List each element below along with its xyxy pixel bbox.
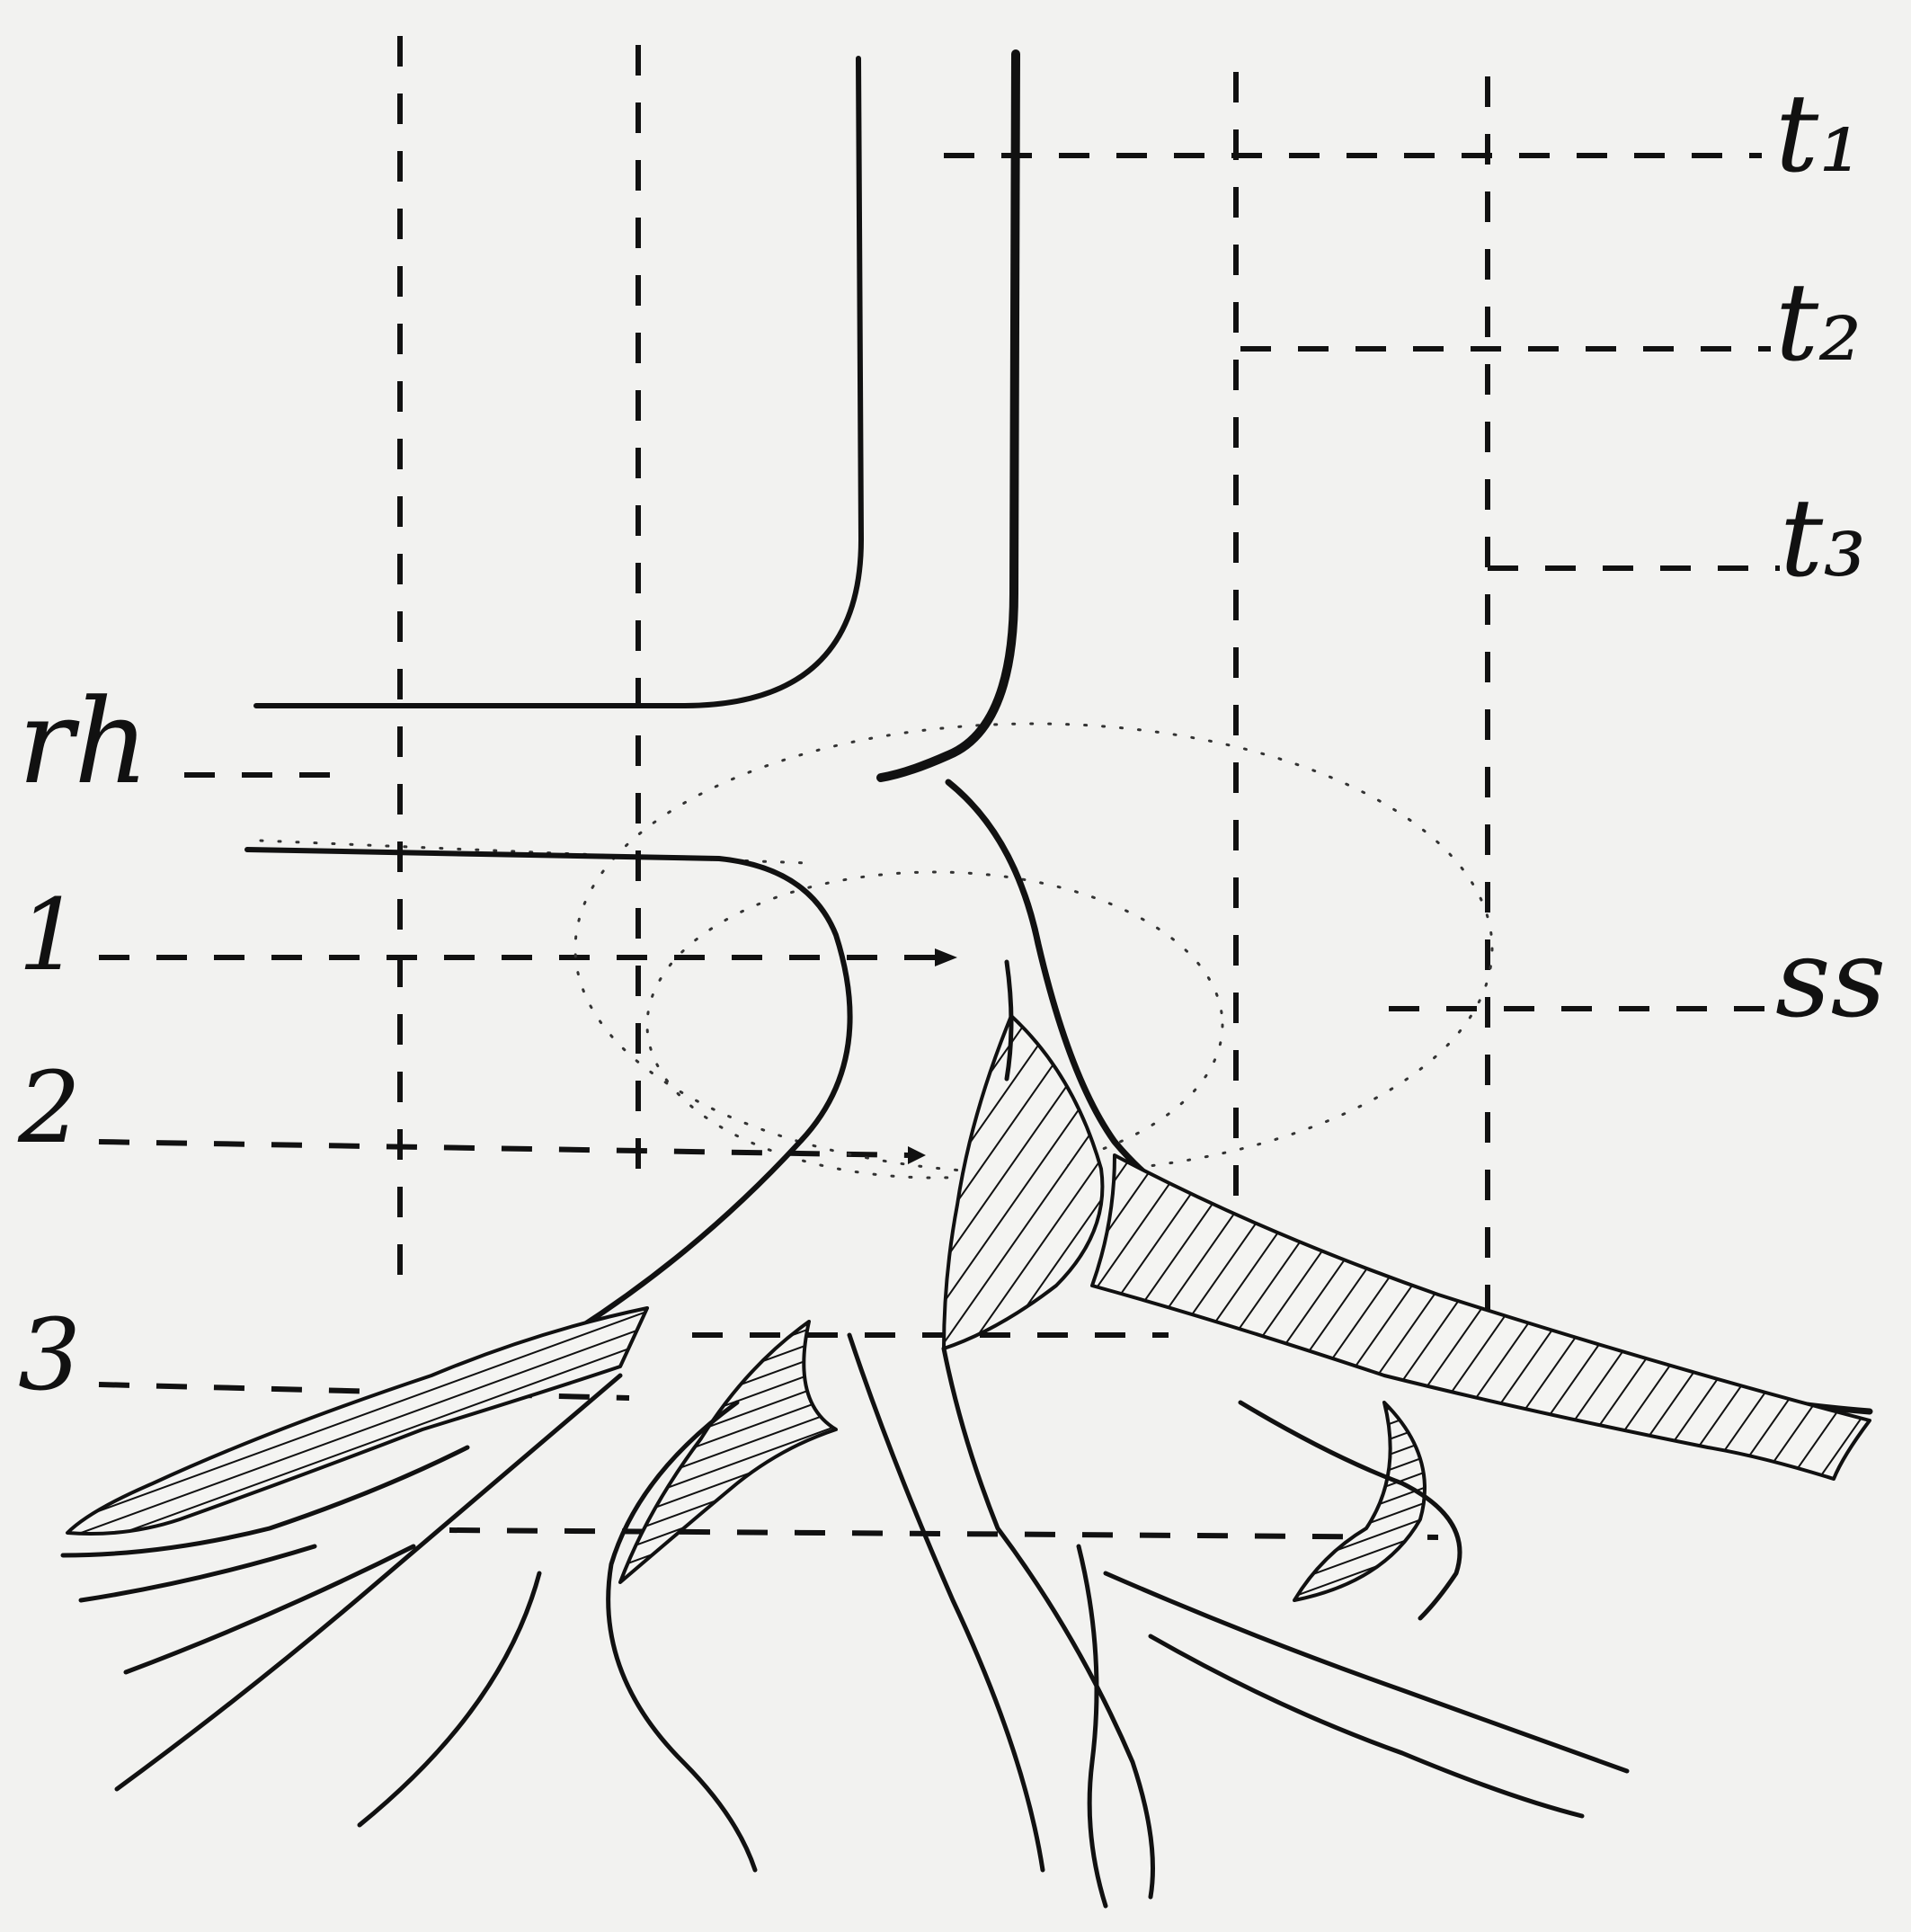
- rhizome-lower-edge: [247, 850, 850, 1331]
- hatched-right-lower: [1294, 1402, 1425, 1600]
- label-1: 1: [18, 877, 81, 993]
- root-branch-b: [944, 1349, 1153, 1897]
- dotted-ellipse-inner: [647, 872, 1222, 1178]
- guide-bottom: [449, 1530, 1438, 1537]
- label-t1: t₁: [1775, 72, 1862, 197]
- stem-left-edge: [256, 58, 861, 706]
- root-branch-i: [1079, 1546, 1106, 1906]
- label-t2: t₂: [1775, 261, 1862, 386]
- root-branch-l: [126, 1546, 413, 1672]
- label-3: 3: [18, 1297, 81, 1412]
- hatched-root-mass: [944, 1016, 1102, 1349]
- root-branch-m: [1007, 962, 1011, 1079]
- dotted-outlines: [261, 724, 1492, 1178]
- label-rh: rh: [18, 673, 149, 810]
- stem-right-edge: [881, 54, 1016, 778]
- labels: t₁ t₂ t₃ rh ss 1 2 3: [17, 72, 1886, 1412]
- label-2: 2: [17, 1050, 81, 1165]
- arrow-head-2: [908, 1146, 926, 1164]
- root-branch-h: [1240, 1402, 1460, 1618]
- root-branch-a: [849, 1335, 1043, 1870]
- label-ss: ss: [1775, 917, 1886, 1042]
- hatched-left-root: [67, 1308, 647, 1534]
- root-branch-e: [360, 1573, 539, 1825]
- label-t3: t₃: [1780, 476, 1866, 601]
- arrow-head-1: [935, 948, 957, 966]
- hatched-right-root: [1092, 1155, 1870, 1479]
- root-branch-g: [1151, 1636, 1582, 1816]
- hatched-middle-root: [620, 1322, 836, 1582]
